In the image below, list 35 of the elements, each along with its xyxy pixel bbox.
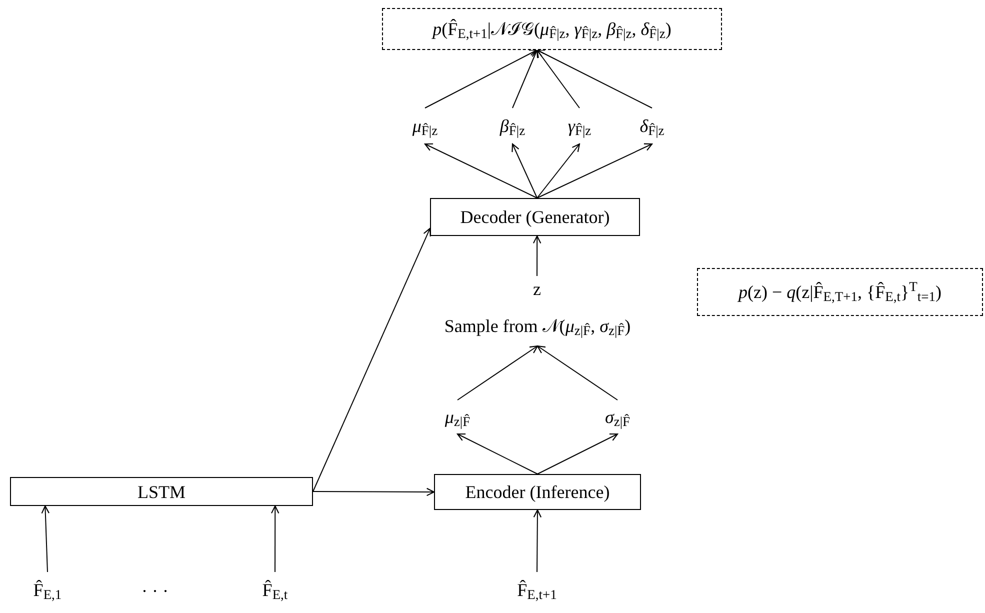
arrow	[512, 143, 538, 198]
process-box: Encoder (Inference)	[434, 474, 641, 510]
formula-box: p(z) − q(z|F̂$_{E,T+1}$, {F̂$_{E,t}$}$^{T}$$_{t=1}$)	[697, 268, 983, 316]
sampling-label: Sample from 𝒩(μ$_{z|F̂}$, σ$_{z|F̂}$)	[400, 306, 675, 346]
formula-box: p(F̂$_{E,t+1}$|𝒩ℐ𝒢(μ$_{F̂|z}$, γ$_{F̂|z}$, β$_{F̂|z}$, δ$_{F̂|z}$)	[382, 8, 722, 50]
arrow	[533, 509, 542, 572]
arrow	[312, 488, 435, 496]
math-label: β$_{F̂|z}$	[485, 108, 540, 144]
process-box: LSTM	[10, 477, 313, 506]
math-label: μ$_{z|F̂}$	[430, 400, 485, 434]
arrow	[312, 228, 431, 492]
arrow	[537, 433, 618, 474]
arrow	[532, 235, 542, 276]
arrow	[536, 49, 652, 108]
math-label: δ$_{F̂|z}$	[622, 108, 682, 144]
arrow	[270, 505, 280, 572]
math-label: F̂$_{E,t+1}$	[497, 572, 577, 608]
ellipsis-label: · · ·	[140, 580, 170, 603]
arrow	[41, 505, 50, 572]
math-label: γ$_{F̂|z}$	[552, 108, 607, 144]
arrow	[536, 345, 618, 400]
arrow	[536, 143, 653, 198]
arrow	[512, 49, 538, 108]
process-box: Decoder (Generator)	[430, 198, 640, 236]
arrow	[424, 143, 538, 198]
arrow	[457, 345, 538, 400]
math-label: μ$_{F̂|z}$	[395, 108, 455, 144]
variable-label: z	[525, 276, 549, 302]
math-label: F̂$_{E,1}$	[20, 572, 75, 608]
math-label: σ$_{z|F̂}$	[590, 400, 645, 434]
arrow	[424, 49, 538, 108]
arrow	[456, 433, 538, 474]
math-label: F̂$_{E,t}$	[245, 572, 305, 608]
arrow	[536, 49, 580, 108]
arrow	[536, 143, 580, 198]
